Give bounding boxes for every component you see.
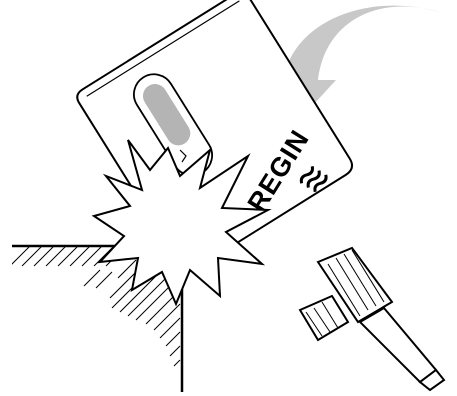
device-connector (298, 246, 446, 392)
impact-burst-icon (91, 139, 272, 307)
crack-lines (131, 121, 187, 163)
regin-wave-logo-icon (299, 166, 328, 193)
